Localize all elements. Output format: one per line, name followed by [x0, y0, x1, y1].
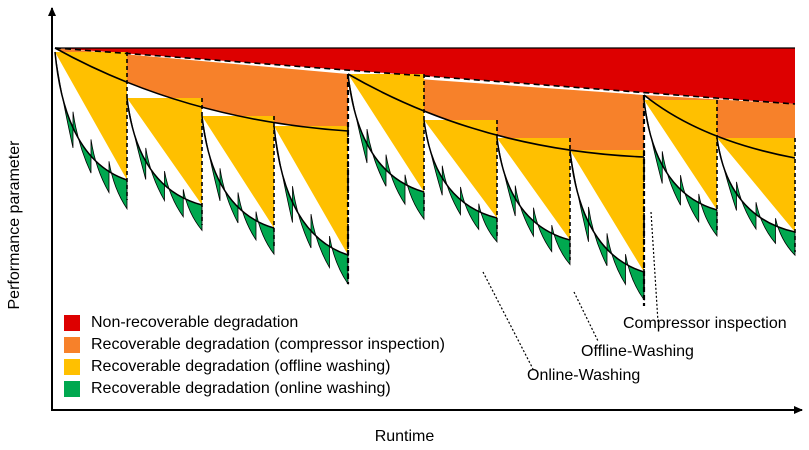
- legend-label: Recoverable degradation (compressor insp…: [91, 336, 445, 353]
- legend-swatch: [64, 381, 80, 397]
- legend-item-online: Recoverable degradation (online washing): [64, 378, 514, 400]
- offline-envelope-4: [273, 125, 349, 256]
- annotation-compressor-inspection: Compressor inspection: [623, 315, 787, 332]
- offline-envelope-7: [496, 137, 571, 241]
- compressor-envelope-3: [643, 94, 796, 159]
- legend-swatch: [64, 359, 80, 375]
- legend: Non-recoverable degradation Recoverable …: [64, 312, 514, 400]
- y-axis-title: Performance parameter: [6, 140, 23, 310]
- leader-compressor: [650, 211, 659, 323]
- offline-envelope-9: [643, 99, 718, 211]
- offline-washing-cycle-7: [497, 138, 570, 240]
- offline-washing-cycle-9: [644, 100, 717, 210]
- legend-swatch: [64, 337, 80, 353]
- legend-item-offline: Recoverable degradation (offline washing…: [64, 356, 514, 378]
- offline-envelope-1: [54, 51, 128, 181]
- offline-washing-cycle-2: [127, 98, 202, 205]
- offline-washing-cycle-8: [570, 150, 644, 272]
- leader-offline: [573, 291, 599, 342]
- offline-washing-cycle-6: [424, 120, 497, 218]
- compressor-envelope-2: [347, 73, 645, 158]
- offline-washing-cycle-1: [55, 52, 127, 180]
- legend-item-compressor: Recoverable degradation (compressor insp…: [64, 334, 514, 356]
- offline-washing-cycle-4: [274, 126, 348, 255]
- offline-envelope-10: [716, 137, 796, 233]
- offline-envelope-2: [126, 97, 203, 206]
- legend-label: Recoverable degradation (online washing): [91, 380, 391, 397]
- offline-washing-cycle-10: [717, 138, 795, 232]
- x-axis-title: Runtime: [374, 428, 435, 445]
- offline-envelope-3: [201, 115, 275, 229]
- offline-envelope-8: [569, 149, 645, 273]
- non-recoverable-line: [54, 47, 796, 105]
- compressor-cycle-1: [55, 48, 348, 131]
- legend-label: Recoverable degradation (offline washing…: [91, 358, 391, 375]
- legend-item-non-recoverable: Non-recoverable degradation: [64, 312, 514, 334]
- compressor-envelope-1: [54, 47, 349, 132]
- offline-washing-cycle-3: [202, 116, 274, 228]
- annotation-offline-washing: Offline-Washing: [581, 343, 694, 360]
- annotation-online-washing: Online-Washing: [527, 367, 641, 384]
- offline-envelope-5: [347, 73, 425, 193]
- legend-swatch: [64, 315, 80, 331]
- washing-regions: [54, 51, 796, 302]
- offline-envelope-6: [423, 119, 498, 219]
- legend-label: Non-recoverable degradation: [91, 314, 299, 331]
